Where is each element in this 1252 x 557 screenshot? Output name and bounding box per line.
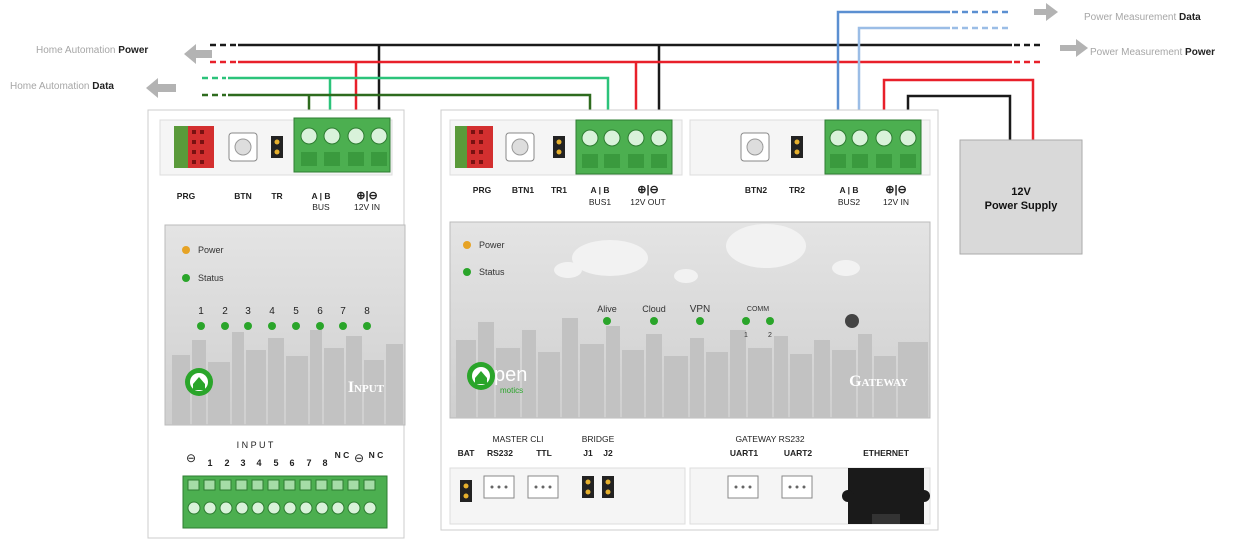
module-title-gateway: Gateway [849, 373, 908, 390]
channel-8: 8 [364, 306, 370, 317]
label-power-measurement-data-text: Power Measurement [1084, 12, 1177, 23]
svg-text:6: 6 [289, 458, 294, 468]
label-home-automation-power-text: Home Automation [36, 45, 116, 56]
label-minus: ⊖ [186, 451, 196, 465]
svg-text:1: 1 [207, 458, 212, 468]
arrow-left-icon [184, 44, 212, 64]
svg-text:5: 5 [273, 458, 278, 468]
cloud-icon [554, 224, 860, 283]
power-supply [959, 139, 1083, 255]
channel-numbers: 1 2 3 4 5 6 7 8 [198, 306, 370, 317]
channel-6: 6 [317, 306, 323, 317]
label-bat: BAT [458, 448, 476, 458]
label-home-automation-power-strong: Power [118, 45, 149, 56]
gw-label-btn1: BTN1 [512, 185, 534, 195]
arrow-right-icon [1060, 39, 1088, 57]
ethernet-port-icon [842, 468, 930, 524]
label-nc-1: N C [335, 450, 350, 460]
label-ab: A | B [311, 191, 330, 201]
label-12v-in: 12V IN [354, 202, 380, 212]
gw-label-power-in-symbols: ⊕|⊖ [885, 184, 907, 196]
label-ethernet: ETHERNET [863, 448, 910, 458]
label-master-cli: MASTER CLI [492, 434, 543, 444]
channel-leds [197, 322, 371, 330]
power-supply-voltage: 12V [1011, 186, 1031, 198]
label-ttl: TTL [536, 448, 552, 458]
svg-text:4: 4 [256, 458, 261, 468]
gw-label-ab1: A | B [590, 185, 609, 195]
svg-text:7: 7 [306, 458, 311, 468]
gw-label-12v-out: 12V OUT [630, 197, 665, 207]
label-home-automation-data-strong: Data [92, 81, 114, 92]
arrows [146, 3, 1088, 98]
gw-label-bus2: BUS2 [838, 197, 860, 207]
label-uart2: UART2 [784, 448, 813, 458]
label-btn: BTN [234, 191, 251, 201]
label-power-measurement-data-strong: Data [1179, 12, 1201, 23]
gw-label-tr1: TR1 [551, 185, 567, 195]
gw-label-power-out-symbols: ⊕|⊖ [637, 184, 659, 196]
led-status-label: Status [198, 273, 224, 283]
label-gateway-rs232: GATEWAY RS232 [735, 434, 804, 444]
label-minus-2: ⊖ [354, 451, 364, 465]
openmotics-logo-icon [185, 368, 213, 396]
led-comm-2: 2 [768, 332, 772, 339]
label-power-symbols: ⊕|⊖ [356, 190, 378, 202]
channel-4: 4 [269, 306, 275, 317]
gw-label-btn2: BTN2 [745, 185, 767, 195]
led-cloud-label: Cloud [642, 304, 666, 314]
gw-label-prg: PRG [473, 185, 492, 195]
label-power-measurement-power: Power Measurement Power [1090, 47, 1215, 58]
led-vpn-label: VPN [690, 304, 711, 315]
channel-5: 5 [293, 306, 299, 317]
label-j2: J2 [603, 448, 613, 458]
label-bus: BUS [312, 202, 330, 212]
gw-led-power-label: Power [479, 240, 505, 250]
led-alive-label: Alive [597, 304, 617, 314]
label-nc-2: N C [369, 450, 384, 460]
brand-name: pen [494, 364, 527, 386]
svg-text:3: 3 [240, 458, 245, 468]
label-power-measurement-power-text: Power Measurement [1090, 47, 1183, 58]
channel-1: 1 [198, 306, 204, 317]
led-comm-label: COMM [747, 306, 769, 313]
channel-7: 7 [340, 306, 346, 317]
label-tr: TR [271, 191, 282, 201]
power-supply-title: Power Supply [984, 200, 1058, 212]
led-power-label: Power [198, 245, 224, 255]
gw-label-tr2: TR2 [789, 185, 805, 195]
led-comm-1: 1 [744, 332, 748, 339]
label-home-automation-power: Home Automation Power [36, 45, 148, 56]
label-home-automation-data-text: Home Automation [10, 81, 90, 92]
label-bridge: BRIDGE [582, 434, 615, 444]
power-supply-label: 12V Power Supply [960, 185, 1082, 213]
label-j1: J1 [583, 448, 593, 458]
channel-2: 2 [222, 306, 228, 317]
arrow-right-icon [1034, 3, 1058, 21]
gw-label-ab2: A | B [839, 185, 858, 195]
label-home-automation-data: Home Automation Data [10, 81, 114, 92]
input-module: PRG BTN TR A | B BUS ⊕|⊖ 12V IN Power St… [147, 109, 406, 539]
module-title-input: Input [348, 379, 385, 396]
svg-text:8: 8 [322, 458, 327, 468]
label-input-word: I N P U T [237, 440, 274, 450]
gw-label-12v-in: 12V IN [883, 197, 909, 207]
label-uart1: UART1 [730, 448, 759, 458]
label-power-measurement-data: Power Measurement Data [1084, 12, 1201, 23]
label-prg: PRG [177, 191, 196, 201]
gateway-module: PRG BTN1 TR1 A | B BUS1 ⊕|⊖ 12V OUT BTN2… [440, 109, 939, 531]
gw-led-status-label: Status [479, 267, 505, 277]
svg-text:2: 2 [224, 458, 229, 468]
label-rs232: RS232 [487, 448, 513, 458]
gw-label-bus1: BUS1 [589, 197, 611, 207]
channel-3: 3 [245, 306, 251, 317]
openmotics-logo-icon [467, 362, 495, 390]
brand-sub: motics [500, 386, 523, 395]
label-power-measurement-power-strong: Power [1185, 47, 1216, 58]
arrow-left-icon [146, 78, 176, 98]
